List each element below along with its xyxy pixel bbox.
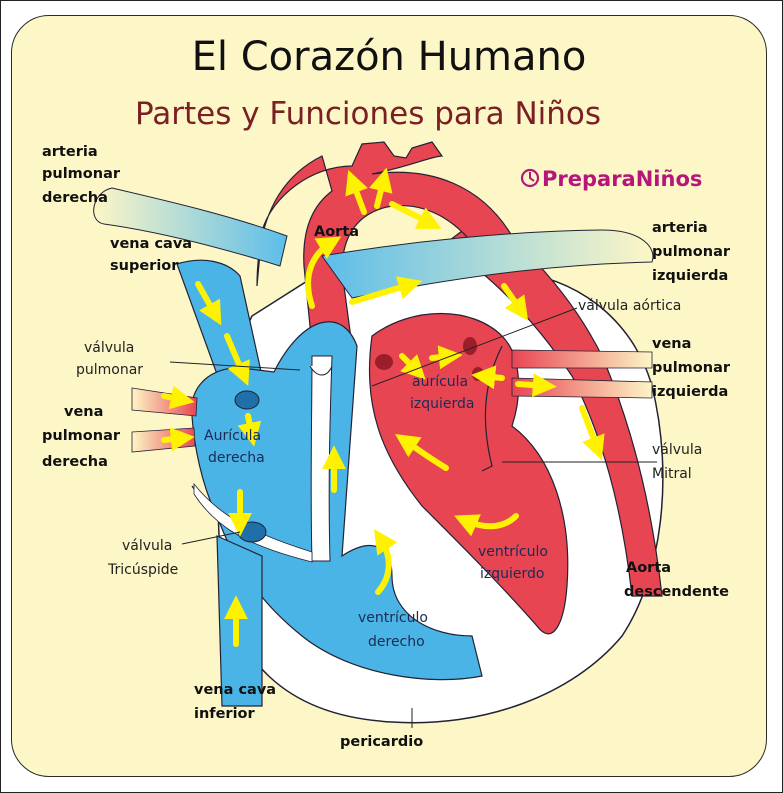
- label-valvula-pulmonar: válvula pulmonar: [76, 340, 143, 378]
- label-aorta: Aorta: [314, 224, 359, 240]
- page-title: El Corazón Humano: [192, 34, 587, 80]
- page-subtitle: Partes y Funciones para Niños: [135, 96, 601, 132]
- septum: [311, 356, 332, 561]
- pulmonary-artery-right: [94, 188, 287, 266]
- label-vena-pulmonar-izquierda: vena pulmonar izquierda: [652, 336, 735, 400]
- label-pericardio: pericardio: [340, 734, 423, 750]
- diagram-card: El Corazón Humano Partes y Funciones par…: [11, 15, 767, 777]
- valve-aortic-1: [375, 354, 393, 370]
- label-valvula-tricuspide: válvula Tricúspide: [107, 538, 178, 578]
- label-valvula-aortica: válvula aórtica: [578, 298, 681, 314]
- valve-pulmonary-dot: [235, 391, 259, 409]
- label-arteria-pulmonar-izquierda: arteria pulmonar izquierda: [652, 220, 735, 284]
- valve-aortic-2: [463, 337, 477, 355]
- vena-cava-inferior: [217, 536, 262, 706]
- label-vena-pulmonar-derecha: vena pulmonar derecha: [42, 404, 125, 470]
- brand-name: PreparaNiños: [542, 167, 702, 191]
- heart-diagram: El Corazón Humano Partes y Funciones par…: [12, 16, 766, 776]
- brand-logo: PreparaNiños: [522, 167, 702, 191]
